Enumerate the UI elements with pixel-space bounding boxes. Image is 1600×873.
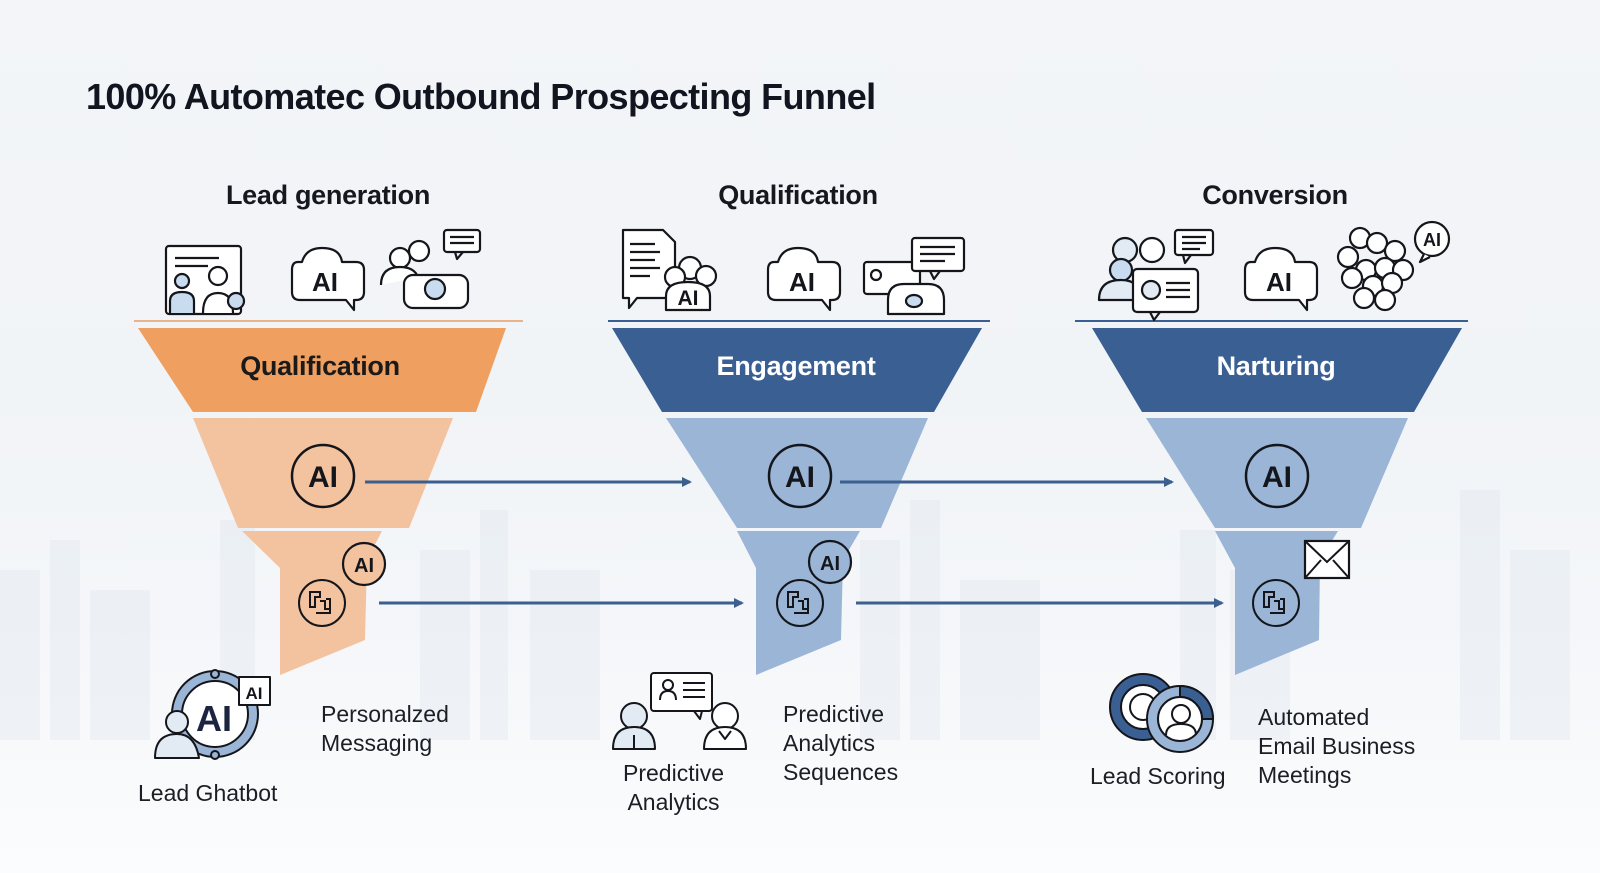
ai-bubble-label: AI — [312, 267, 338, 297]
feature-text-line: Messaging — [321, 730, 433, 756]
ai-cloud-bubble-icon — [1243, 246, 1319, 312]
feature-icon-caption-lead-scoring: Lead Scoring — [1090, 763, 1226, 789]
ai-circle-label: AI — [1262, 461, 1292, 494]
workflow-blocks-icon — [1252, 579, 1300, 627]
ai-small-label: AI — [820, 553, 840, 575]
feature-text-line: Analytics — [783, 730, 876, 756]
group-profile-chat-icon — [1097, 228, 1215, 322]
feature-icon-caption-lead-chatbot: Lead Ghatbot — [138, 780, 278, 806]
feature-icon-caption-predictive-analytics: Predictive Analytics — [623, 759, 724, 817]
ai-chatbot-label: AI — [196, 698, 232, 739]
workflow-blocks-icon — [776, 579, 824, 627]
funnel-band-top — [612, 328, 982, 412]
feature-text-line: Meetings — [1258, 762, 1352, 788]
caption-line: Predictive — [623, 760, 724, 786]
ai-badge-label: AI — [1423, 230, 1441, 250]
band-label-engagement: Engagement — [716, 351, 876, 381]
feature-text-automated-email-meetings: Automated Email Business Meetings — [1258, 703, 1415, 790]
ai-bubble-label: AI — [789, 267, 815, 297]
lead-scoring-rings-icon — [1109, 673, 1214, 753]
band-label-narturing: Narturing — [1216, 351, 1336, 381]
document-ai-people-icon — [621, 228, 718, 312]
stage-heading-lead-generation: Lead generation — [225, 180, 431, 210]
presentation-people-icon — [164, 244, 246, 316]
feature-text-predictive-analytics-sequences: Predictive Analytics Sequences — [783, 700, 898, 787]
network-ai-icon — [1336, 220, 1451, 312]
page-title: 100% Automatec Outbound Prospecting Funn… — [86, 76, 876, 117]
ai-chatbot-badge: AI — [246, 684, 263, 703]
ai-badge-label: AI — [678, 287, 699, 310]
envelope-icon — [1303, 539, 1351, 580]
stage-heading-qualification: Qualification — [718, 180, 878, 210]
stage-heading-conversion: Conversion — [1202, 180, 1348, 210]
ai-chatbot-gear-icon — [154, 669, 271, 760]
feature-text-line: Predictive — [783, 701, 884, 727]
ai-bubble-label: AI — [1266, 267, 1292, 297]
funnel-band-top — [138, 328, 506, 412]
city-skyline-background — [0, 490, 1570, 740]
ai-circle-icon: AI — [807, 539, 853, 585]
caption-line: Analytics — [627, 789, 720, 815]
ai-small-label: AI — [354, 555, 374, 577]
ai-circle-icon — [1244, 443, 1310, 509]
ai-circle-icon — [290, 443, 356, 509]
feature-text-line: Personalzed — [321, 701, 449, 727]
chat-device-icon — [862, 236, 966, 316]
people-conversation-icon — [612, 672, 747, 750]
funnel-band-middle — [1146, 418, 1408, 528]
ai-circle-icon — [767, 443, 833, 509]
team-chat-target-icon — [379, 228, 482, 310]
feature-text-line: Email Business — [1258, 733, 1416, 759]
workflow-blocks-icon — [298, 579, 346, 627]
feature-text-line: Sequences — [783, 759, 899, 785]
funnel-band-top — [1092, 328, 1462, 412]
ai-circle-icon: AI — [341, 541, 387, 587]
feature-text-personalized-messaging: Personalzed Messaging — [321, 700, 449, 758]
band-label-qualification: Qualification — [240, 351, 400, 381]
funnel-band-middle — [666, 418, 928, 528]
ai-cloud-bubble-icon — [766, 246, 842, 312]
funnel-band-middle — [193, 418, 453, 528]
ai-cloud-bubble-icon — [290, 246, 366, 312]
funnel-qualification — [608, 320, 990, 675]
ai-circle-label: AI — [785, 461, 815, 494]
funnel-conversion — [1075, 320, 1468, 675]
feature-text-line: Automated — [1258, 704, 1370, 730]
ai-circle-label: AI — [308, 461, 338, 494]
